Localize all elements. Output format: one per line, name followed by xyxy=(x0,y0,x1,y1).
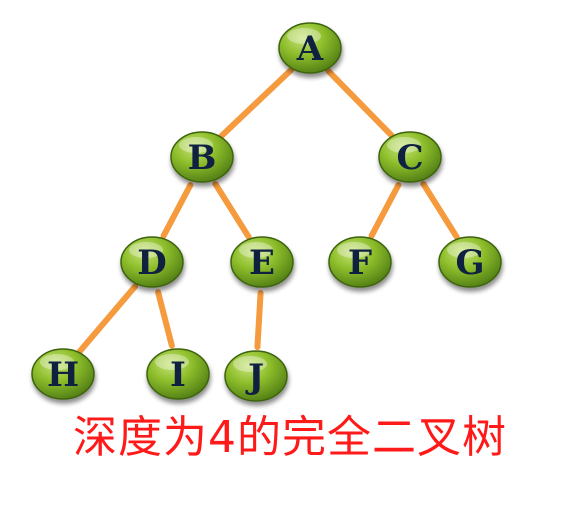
tree-node-highlight xyxy=(446,242,482,258)
tree-node-f: F xyxy=(328,236,392,288)
tree-node-label: B xyxy=(188,138,217,178)
tree-node-g: G xyxy=(438,236,502,288)
tree-edge-c-g xyxy=(420,180,460,240)
tree-node-i: I xyxy=(146,348,210,400)
tree-nodes: A B C D E F G H I J xyxy=(31,22,502,402)
tree-node-label: E xyxy=(249,243,275,283)
tree-node-shape xyxy=(224,350,288,402)
tree-node-highlight xyxy=(336,242,372,258)
tree-node-label: J xyxy=(245,357,264,397)
tree-edge-b-d xyxy=(160,181,194,239)
tree-node-h: H xyxy=(31,348,95,400)
tree-node-shape xyxy=(170,131,234,183)
tree-node-highlight xyxy=(39,354,75,370)
tree-node-shape xyxy=(120,236,184,288)
tree-node-shape xyxy=(378,131,442,183)
tree-node-highlight xyxy=(232,356,268,372)
tree-edge-d-i xyxy=(155,289,175,349)
tree-node-label: D xyxy=(137,243,166,283)
tree-edge-b-e xyxy=(212,180,252,240)
diagram-caption: 深度为4的完全二叉树 xyxy=(73,412,507,463)
tree-node-shape xyxy=(146,348,210,400)
tree-node-label: H xyxy=(47,355,79,395)
tree-edge-d-h xyxy=(76,283,139,355)
tree-node-label: C xyxy=(396,138,423,178)
tree-node-shape xyxy=(31,348,95,400)
tree-node-shape xyxy=(278,22,342,74)
tree-node-highlight xyxy=(178,137,214,153)
tree-node-shape xyxy=(230,236,294,288)
tree-node-label: I xyxy=(170,355,186,395)
tree-node-b: B xyxy=(170,131,234,183)
tree-node-highlight xyxy=(238,242,274,258)
tree-node-highlight xyxy=(154,354,190,370)
tree-edge-e-j xyxy=(254,289,264,351)
tree-node-highlight xyxy=(128,242,164,258)
tree-node-c: C xyxy=(378,131,442,183)
tree-node-label: G xyxy=(455,243,484,283)
tree-edge-a-c xyxy=(325,67,395,139)
tree-node-label: F xyxy=(348,243,372,283)
tree-node-j: J xyxy=(224,350,288,402)
tree-node-highlight xyxy=(386,137,422,153)
tree-node-shape xyxy=(328,236,392,288)
tree-node-label: A xyxy=(296,29,324,69)
tree-edge-c-f xyxy=(368,181,402,239)
tree-edge-a-b xyxy=(218,67,294,140)
tree-node-d: D xyxy=(120,236,184,288)
tree-edges xyxy=(76,67,460,355)
tree-node-e: E xyxy=(230,236,294,288)
tree-node-highlight xyxy=(286,28,322,44)
tree-node-a: A xyxy=(278,22,342,74)
tree-node-shape xyxy=(438,236,502,288)
